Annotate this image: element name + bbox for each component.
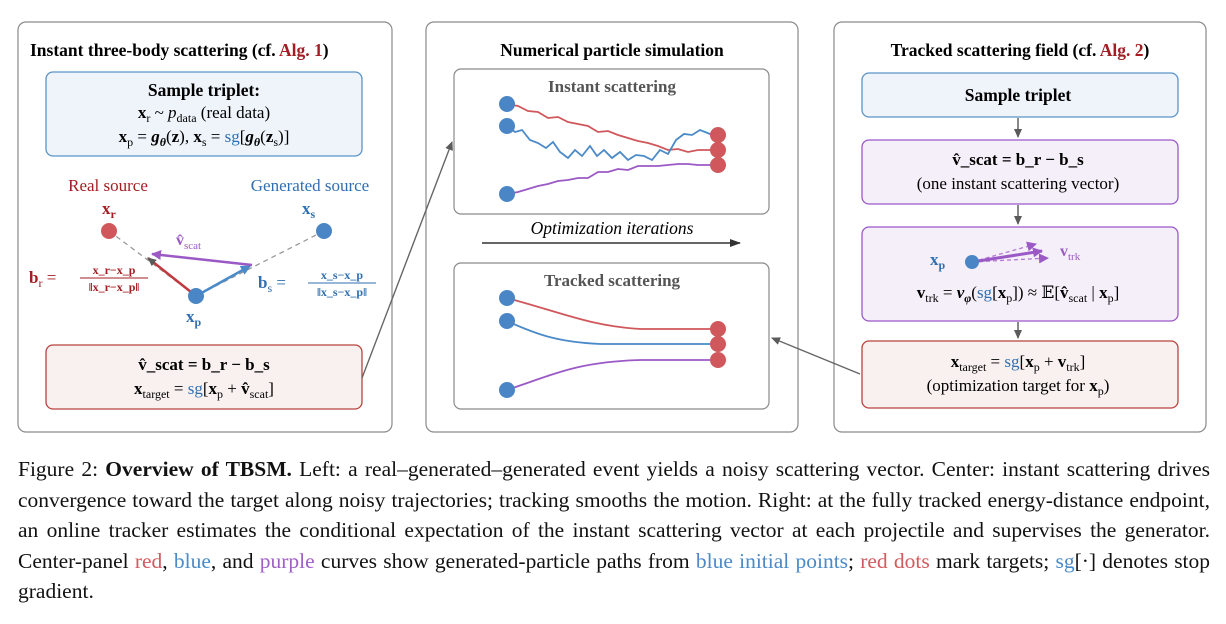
instant-red-target-1	[710, 127, 726, 143]
real-source-label: Real source	[68, 176, 148, 195]
tracked-blue-start-3	[499, 382, 515, 398]
caption-semicolon: ;	[848, 548, 855, 573]
right-vscat-box	[861, 139, 1179, 205]
right-panel-title: Tracked scattering field (cf. Alg. 2)	[891, 40, 1150, 60]
tracked-red-target-1	[710, 321, 726, 337]
x-r-point	[101, 223, 117, 239]
caption-sg: sg	[1055, 548, 1075, 573]
instant-purple-path	[506, 163, 718, 195]
sample-triplet-line1: xr ~ pdata (real data)	[138, 103, 270, 125]
right-target-line1: xtarget = sg[xp + vtrk]	[951, 352, 1086, 374]
right-to-center-arrow	[771, 337, 861, 375]
tracked-purple-path	[506, 359, 718, 391]
tracked-blue-path	[506, 320, 718, 345]
right-target-line2: (optimization target for xp)	[927, 376, 1110, 398]
tracked-red-target-2	[710, 336, 726, 352]
v-scat-label: v̂scat	[176, 232, 201, 252]
instant-blue-start-1	[499, 96, 515, 112]
figure-canvas: Instant three-body scattering (cf. Alg. …	[17, 21, 1207, 433]
svg-text:‖x_s−x_p‖: ‖x_s−x_p‖	[317, 285, 367, 299]
instant-scattering-title: Instant scattering	[548, 77, 676, 96]
center-panel-title: Numerical particle simulation	[500, 40, 724, 60]
right-sample-triplet-label: Sample triplet	[965, 85, 1072, 105]
left-target-line1: v̂_scat = b_r − b_s	[138, 355, 270, 374]
right-sample-triplet-box	[861, 72, 1179, 118]
x-s-point	[316, 223, 332, 239]
instant-red-target-3	[710, 157, 726, 173]
x-s-label: xs	[302, 199, 316, 221]
tracker-xp-label: xp	[930, 250, 946, 272]
v-trk-vector	[971, 247, 1043, 264]
sample-triplet-line2: xp = gθ(z), xs = sg[gθ(zs)]	[119, 127, 290, 149]
caption-text-3: mark targets;	[935, 548, 1050, 573]
caption-blue-word: blue	[173, 548, 211, 573]
svg-text:x_s−x_p: x_s−x_p	[321, 268, 364, 282]
svg-text:‖x_r−x_p‖: ‖x_r−x_p‖	[89, 280, 140, 294]
right-vscat-line2: (one instant scattering vector)	[917, 174, 1120, 193]
generated-source-label: Generated source	[251, 176, 369, 195]
tracked-red-path	[506, 297, 718, 330]
left-panel-title: Instant three-body scattering (cf. Alg. …	[30, 40, 329, 60]
caption-text-2: curves show generated-particle paths fro…	[320, 548, 690, 573]
tracker-formula: vtrk = vφ(sg[xp]) ≈ 𝔼[v̂scat | xp]	[917, 283, 1120, 305]
tracked-red-target-3	[710, 352, 726, 368]
b-r-vector	[147, 257, 197, 297]
left-target-line2: xtarget = sg[xp + v̂scat]	[134, 379, 274, 401]
caption-red-dots: red dots	[860, 548, 930, 573]
instant-blue-path	[506, 125, 719, 162]
tracked-scattering-box	[453, 262, 770, 410]
caption-bold-title: Overview of TBSM.	[105, 457, 292, 481]
tracker-xp-point	[965, 255, 979, 269]
instant-red-target-2	[710, 142, 726, 158]
caption-text-1: Left: a real–generated–generated event y…	[18, 457, 1211, 573]
caption-blue-points: blue initial points	[695, 548, 849, 573]
caption-comma: ,	[162, 548, 168, 573]
v-trk-label: vtrk	[1060, 243, 1081, 263]
x-p-point	[188, 288, 204, 304]
x-r-label: xr	[102, 199, 117, 221]
x-p-label: xp	[186, 307, 202, 329]
instant-blue-start-2	[499, 118, 515, 134]
svg-text:bs =: bs =	[258, 273, 286, 295]
tracker-dashed-2	[971, 253, 1049, 264]
b-s-formula: bs = x_s−x_p ‖x_s−x_p‖	[258, 268, 376, 299]
optimization-iterations-label: Optimization iterations	[531, 218, 694, 238]
caption-text-4: [·] denotes stop gradient.	[18, 548, 1211, 604]
instant-scattering-box	[453, 68, 770, 215]
b-s-vector	[195, 264, 251, 298]
tracked-blue-start-1	[499, 290, 515, 306]
right-target-box	[861, 340, 1179, 409]
v-scat-vector	[151, 250, 253, 267]
left-to-center-arrow	[361, 141, 453, 379]
caption-red-word: red	[134, 548, 163, 573]
caption-label: Figure 2:	[18, 457, 99, 481]
tracked-scattering-title: Tracked scattering	[544, 271, 681, 290]
svg-text:br =: br =	[29, 268, 56, 290]
caption-and: , and	[210, 548, 254, 573]
instant-blue-start-3	[499, 186, 515, 202]
sample-triplet-box	[45, 71, 363, 157]
figure-caption: Figure 2: Overview of TBSM. Left: a real…	[18, 454, 1210, 607]
instant-red-path	[506, 103, 718, 153]
svg-text:x_r−x_p: x_r−x_p	[93, 263, 136, 277]
right-vscat-line1: v̂_scat = b_r − b_s	[952, 150, 1084, 169]
b-r-formula: br = x_r−x_p ‖x_r−x_p‖	[29, 263, 148, 294]
caption-purple-word: purple	[259, 548, 315, 573]
right-tracker-box	[861, 226, 1179, 322]
tracked-blue-start-2	[499, 313, 515, 329]
sample-triplet-title: Sample triplet:	[148, 80, 260, 100]
